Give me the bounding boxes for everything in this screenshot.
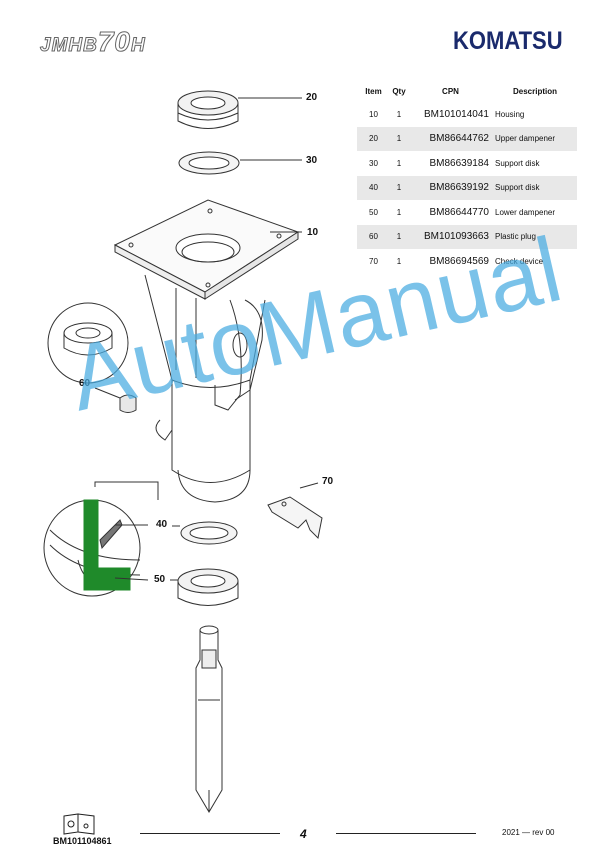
table-row: 70 1 BM86694569 Check device [357, 249, 577, 274]
cell-qty: 1 [390, 126, 408, 151]
cell-item: 20 [357, 126, 390, 151]
model-suffix: H [131, 35, 146, 57]
cell-cpn: BM101014041 [423, 108, 489, 120]
table-row: 10 1 BM101014041 Housing [357, 102, 577, 127]
page-number: 4 [300, 827, 307, 841]
cell-qty: 1 [390, 175, 408, 200]
cell-qty: 1 [390, 224, 408, 249]
cell-item: 40 [357, 175, 390, 200]
cell-qty: 1 [396, 256, 402, 266]
model-logo: JMHB70H [40, 26, 146, 58]
chisel-tool [195, 625, 223, 813]
header-cpn: CPN [442, 86, 459, 96]
callout-10: 10 [307, 227, 319, 238]
callout-40: 40 [156, 519, 168, 530]
callout-20: 20 [306, 92, 318, 103]
part-20-upper-dampener [177, 90, 302, 129]
callout-50: 50 [154, 574, 166, 585]
table-row: 40 1 BM86639192 Support disk [357, 175, 577, 200]
model-prefix: JMHB [40, 35, 98, 57]
cell-description: Support disk [495, 158, 540, 168]
cell-item: 30 [369, 158, 378, 168]
part-30-support-disk [178, 151, 302, 175]
callout-60: 60 [79, 378, 91, 389]
parts-table: Item Qty CPN Description 10 1 BM10101404… [357, 80, 577, 274]
cell-qty: 1 [396, 109, 402, 119]
table-header-row: Item Qty CPN Description [357, 80, 577, 102]
callout-30: 30 [306, 155, 318, 166]
brand-logo: KOMATSU [453, 26, 563, 55]
cell-item: 60 [357, 224, 390, 249]
cell-description: Plastic plug [493, 224, 577, 249]
part-50-lower-dampener [170, 568, 239, 606]
cell-description: Upper dampener [493, 126, 577, 151]
cell-item: 70 [369, 256, 378, 266]
cell-cpn: BM86639184 [429, 157, 490, 169]
cell-qty: 1 [396, 158, 402, 168]
cell-cpn: BM86644762 [408, 126, 493, 151]
cell-item: 50 [369, 207, 378, 217]
cell-description: Support disk [493, 175, 577, 200]
header-qty: Qty [392, 86, 406, 96]
part-60-plastic-plug [47, 302, 137, 413]
cell-description: Check device [495, 256, 544, 266]
callout-70: 70 [322, 476, 334, 487]
cell-cpn: BM86644770 [429, 206, 490, 218]
revision-label: 2021 — rev 00 [502, 828, 555, 837]
cell-cpn: BM101093663 [408, 224, 493, 249]
part-10-housing [113, 199, 302, 503]
footer-rule-left [140, 833, 280, 834]
table-row: 50 1 BM86644770 Lower dampener [357, 200, 577, 225]
table-row: 30 1 BM86639184 Support disk [357, 151, 577, 176]
part-70-check-device [267, 482, 323, 540]
part-40-support-disk [172, 521, 238, 545]
cell-description: Housing [495, 109, 525, 119]
header-description: Description [512, 86, 557, 96]
manual-book-icon [63, 813, 95, 835]
cell-item: 10 [369, 109, 378, 119]
footer-rule-right [336, 833, 476, 834]
table-row: 20 1 BM86644762 Upper dampener [357, 126, 577, 151]
model-number: 70 [97, 26, 131, 58]
cell-cpn: BM86639192 [408, 175, 493, 200]
cell-cpn: BM86694569 [429, 255, 490, 267]
table-row: 60 1 BM101093663 Plastic plug [357, 224, 577, 249]
cell-description: Lower dampener [495, 207, 556, 217]
detail-inset-40-50 [43, 481, 159, 597]
document-number: BM101104861 [53, 836, 112, 846]
header-item: Item [365, 86, 382, 96]
cell-qty: 1 [396, 207, 402, 217]
